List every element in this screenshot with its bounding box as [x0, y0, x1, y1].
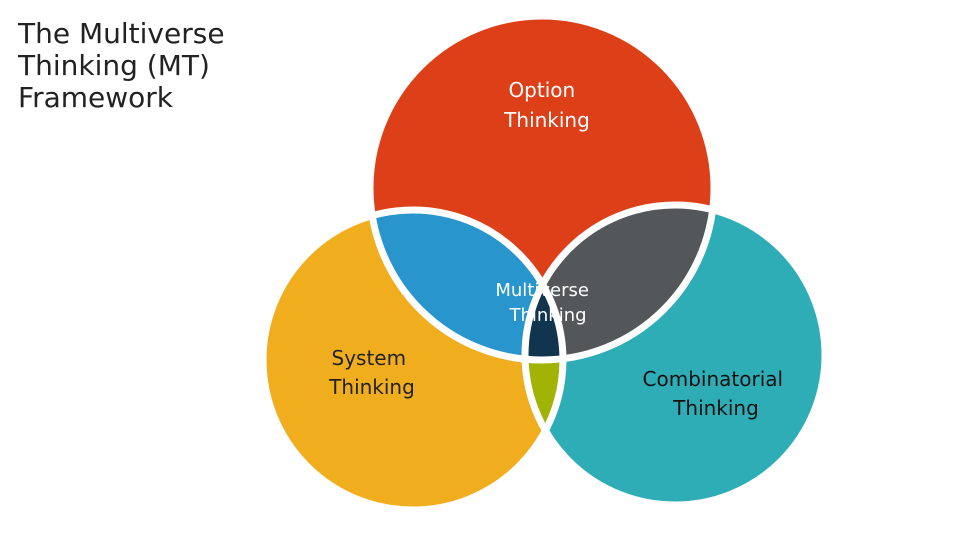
option-label-line-1: Option [508, 78, 575, 102]
option-thinking-label: Option Thinking [503, 78, 590, 132]
center-label-line-2: Thinking [508, 305, 586, 326]
option-system-overlap-group [370, 210, 563, 360]
system-label-line-2: Thinking [328, 375, 415, 399]
title-line-2: Thinking (MT) [18, 49, 210, 82]
title-line-1: The Multiverse [18, 17, 225, 50]
option-system-overlap [370, 210, 563, 360]
combinatorial-label-line-2: Thinking [672, 396, 759, 420]
title-line-3: Framework [18, 81, 173, 114]
combinatorial-circle-outline [521, 201, 829, 509]
option-label-line-2: Thinking [503, 108, 590, 132]
combinatorial-thinking-label: Combinatorial Thinking [643, 367, 790, 420]
page-title: The Multiverse Thinking (MT) Framework [18, 18, 225, 114]
system-label-line-1: System [332, 346, 407, 370]
center-label-line-1: Multiverse [495, 280, 589, 301]
option-circle-outline [366, 12, 718, 364]
combinatorial-label-line-1: Combinatorial [643, 367, 784, 391]
system-circle-outline [259, 206, 567, 514]
multiverse-thinking-label: Multiverse Thinking [495, 280, 594, 326]
system-thinking-label: System Thinking [328, 346, 415, 399]
circle-outlines [259, 12, 829, 514]
